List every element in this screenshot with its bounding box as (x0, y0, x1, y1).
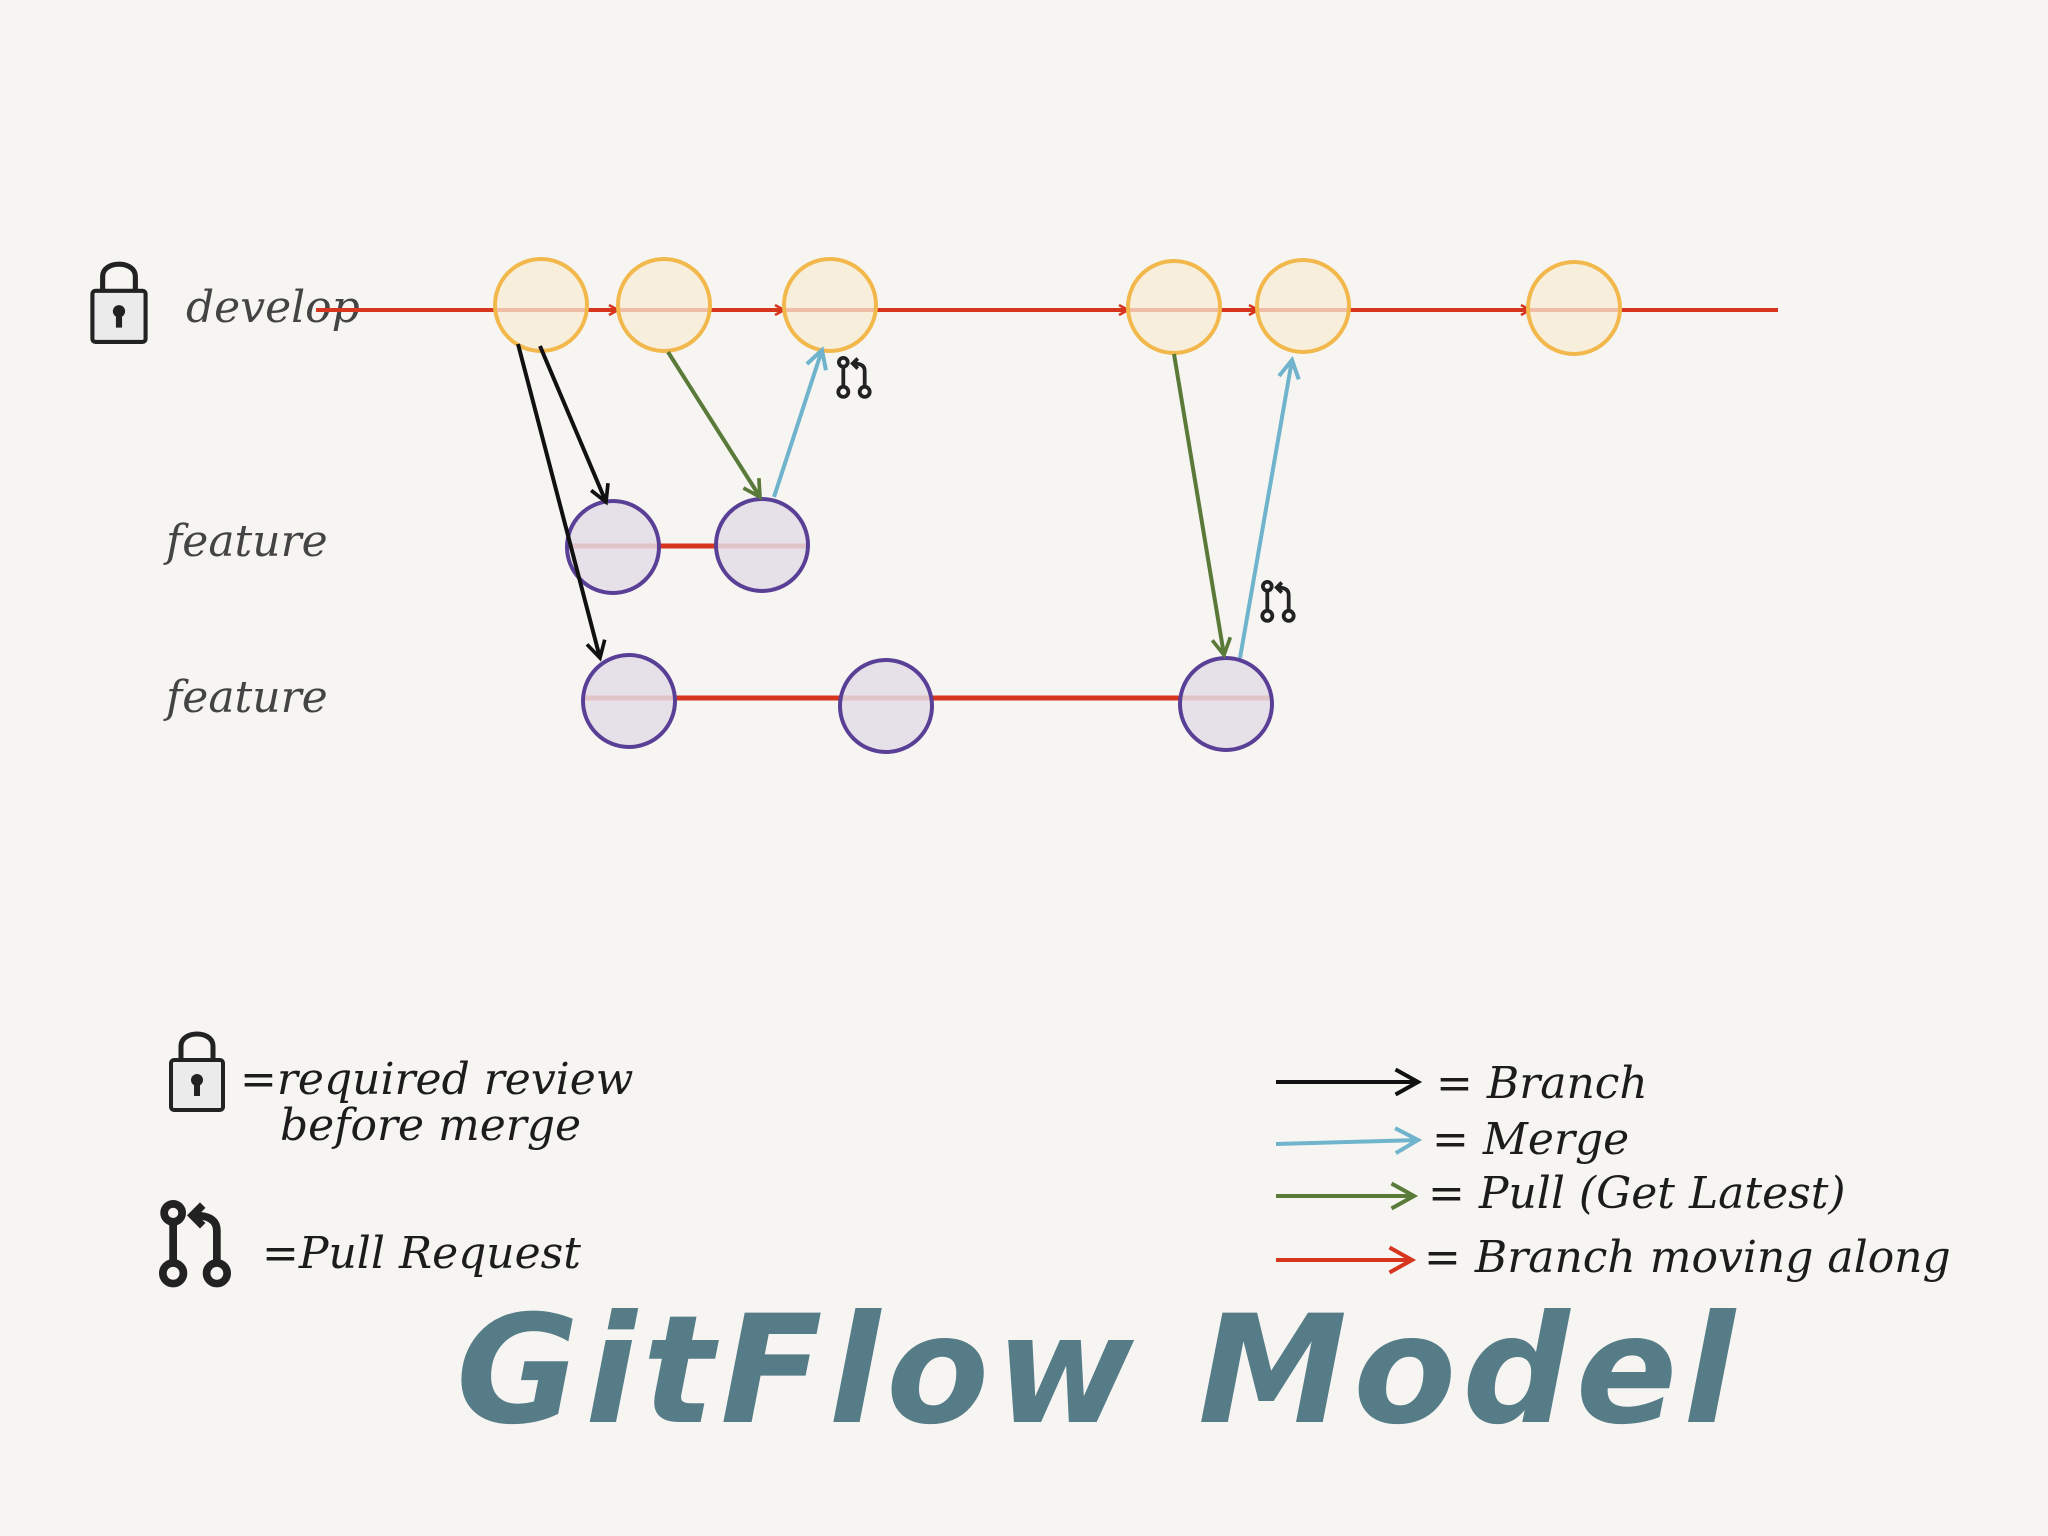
feature-commit (1178, 656, 1274, 752)
feature-commit (838, 658, 934, 754)
develop-commit (493, 257, 589, 353)
develop-commit (782, 257, 878, 353)
legend-right-labels: = Branch = Merge = Pull (Get Latest) = B… (1424, 1058, 1951, 1283)
feature-label-2: feature (163, 672, 328, 723)
merge-arrow (1238, 360, 1292, 659)
feature-commit (565, 499, 661, 595)
legend-lock-line1: =required review (240, 1054, 633, 1105)
develop-commit (616, 257, 712, 353)
develop-lock-icon (92, 264, 145, 342)
branch-arrows (516, 343, 1292, 659)
pull-arrow (666, 350, 760, 497)
legend-pull-label: = Pull (Get Latest) (1428, 1168, 1846, 1219)
legend-lock-line2: before merge (280, 1100, 581, 1151)
branch-arrow (516, 343, 600, 658)
feature-label-1: feature (163, 516, 328, 567)
legend-pull-request-label: =Pull Request (262, 1228, 581, 1279)
feature-commit (714, 497, 810, 593)
legend-pull-request-icon (163, 1204, 227, 1284)
legend-branch-label: = Branch (1436, 1058, 1648, 1109)
legend-merge-label: = Merge (1432, 1114, 1629, 1165)
pull-request-icon (838, 358, 869, 397)
branch-arrow (538, 345, 606, 502)
legend-moving-label: = Branch moving along (1424, 1232, 1951, 1283)
develop-label: develop (186, 282, 360, 333)
legend-merge-arrow (1275, 1126, 1423, 1155)
merge-arrow (772, 350, 822, 498)
legend-lock-icon (171, 1034, 223, 1110)
pull-arrow (1172, 353, 1224, 655)
develop-commit (1126, 259, 1222, 355)
feature-commits (565, 497, 1274, 754)
develop-commits (493, 257, 1622, 356)
develop-commit (1526, 260, 1622, 356)
diagram-title: GitFlow Model (456, 1284, 1741, 1458)
develop-commit (1255, 258, 1351, 354)
legend-left: =required review before merge =Pull Requ… (163, 1034, 633, 1284)
feature-commit (581, 653, 677, 749)
legend-right (1275, 1067, 1423, 1275)
pull-request-icon (1262, 582, 1293, 621)
